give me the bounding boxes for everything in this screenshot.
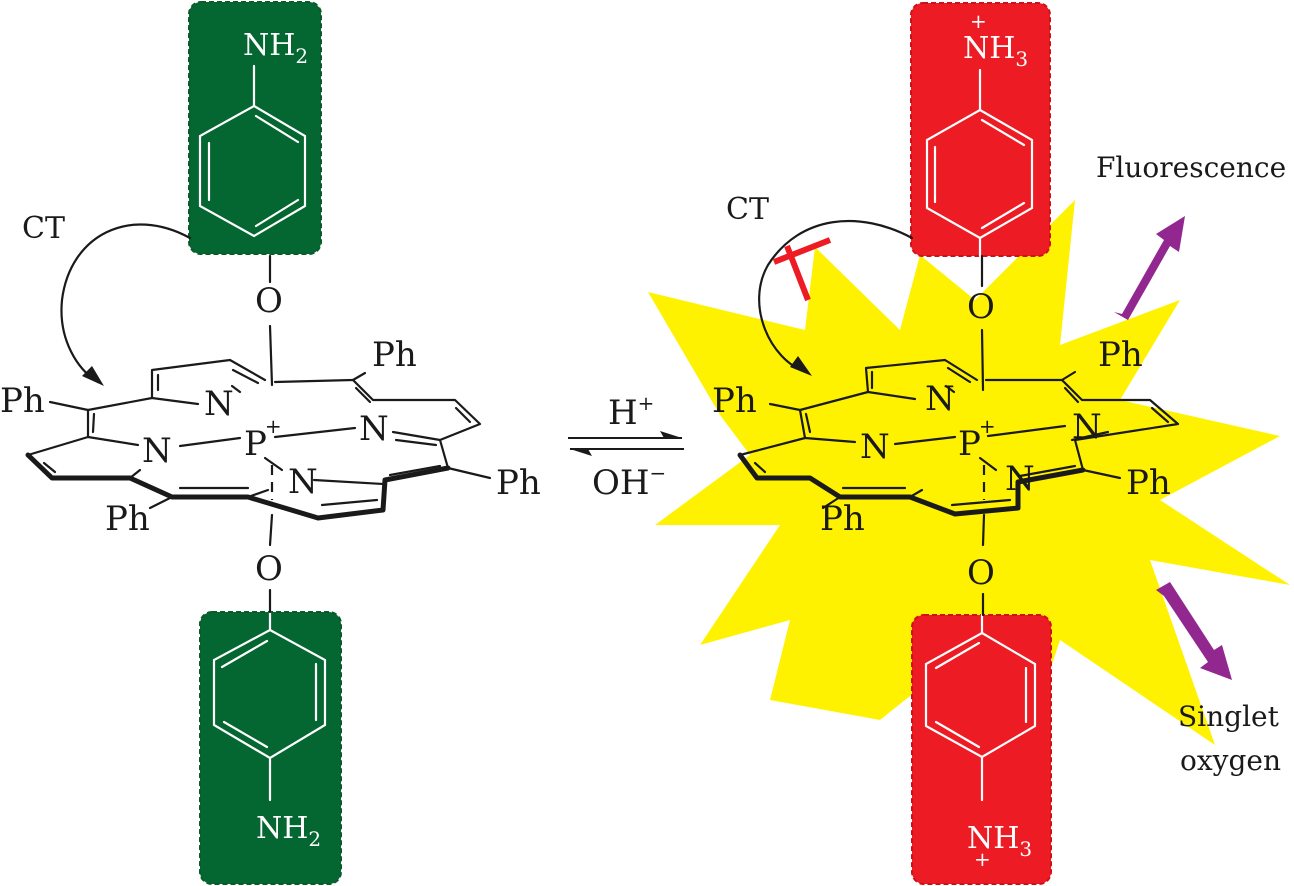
right-ct-label: CT [726, 192, 769, 227]
left-ct-arrow [60, 223, 192, 384]
singlet-oxygen-label-line1: Singlet [1178, 700, 1280, 733]
right-top-amine-label: NH3 [963, 31, 1028, 71]
right-ph-3: Ph [820, 499, 865, 539]
left-bottom-aniline-group: NH2 [199, 610, 342, 885]
singlet-oxygen-arrow-icon [1156, 582, 1232, 680]
right-n-right: N [1072, 407, 1102, 447]
left-bottom-amine-label: NH2 [256, 811, 321, 851]
left-n-right: N [359, 409, 389, 449]
right-porphyrin-core: O Ph N N P+ Ph N N [712, 254, 1180, 617]
reverse-arrowhead-icon [570, 449, 592, 456]
blocked-cross-stroke [784, 244, 811, 302]
blocked-cross-stroke [772, 237, 832, 265]
left-ph-1: Ph [0, 381, 45, 421]
right-oxygen-top: O [967, 287, 995, 327]
left-ph-3: Ph [105, 499, 150, 539]
excitation-starburst [648, 200, 1290, 820]
right-n-top: N [925, 379, 955, 419]
left-phosphorus: P+ [244, 414, 282, 464]
left-n-left: N [142, 431, 172, 471]
blocked-cross-icon [772, 237, 832, 302]
right-ph-1: Ph [712, 381, 757, 421]
right-bottom-anilinium-group: NH3 + [911, 613, 1052, 885]
right-ph-2: Ph [1098, 335, 1143, 375]
fluorescence-arrow-icon [1114, 216, 1185, 320]
left-n-bottom: N [288, 462, 318, 502]
right-ct-arrowhead-icon [790, 356, 812, 376]
left-n-top: N [204, 384, 234, 424]
right-ct-arrow [758, 220, 914, 374]
right-ph-4: Ph [1126, 463, 1171, 503]
left-top-amine-label: NH2 [243, 28, 308, 68]
forward-arrowhead-icon [660, 431, 682, 438]
right-bottom-amine-label: NH3 [967, 821, 1032, 861]
left-ct-label: CT [22, 211, 65, 246]
left-oxygen-top: O [255, 281, 283, 321]
right-n-left: N [860, 427, 890, 467]
left-top-aniline-group: NH2 [188, 1, 322, 255]
forward-reagent-label: H+ [608, 391, 654, 433]
singlet-oxygen-label-line2: oxygen [1180, 744, 1281, 777]
left-oxygen-bottom: O [255, 549, 283, 589]
left-ph-2: Ph [372, 335, 417, 375]
right-bottom-charge: + [974, 847, 991, 871]
left-porphyrin-core: O Ph N N P+ Ph N [0, 254, 541, 614]
right-oxygen-bottom: O [967, 553, 995, 593]
right-phosphorus: P+ [958, 414, 996, 464]
right-top-charge: + [970, 9, 987, 33]
left-ct-arrowhead-icon [82, 366, 104, 386]
equilibrium-arrows: H+ OH− [568, 391, 684, 503]
right-top-anilinium-group: + NH3 [910, 2, 1051, 258]
left-ph-4: Ph [496, 463, 541, 503]
fluorescence-label: Fluorescence [1096, 151, 1286, 184]
reverse-reagent-label: OH− [592, 461, 666, 503]
